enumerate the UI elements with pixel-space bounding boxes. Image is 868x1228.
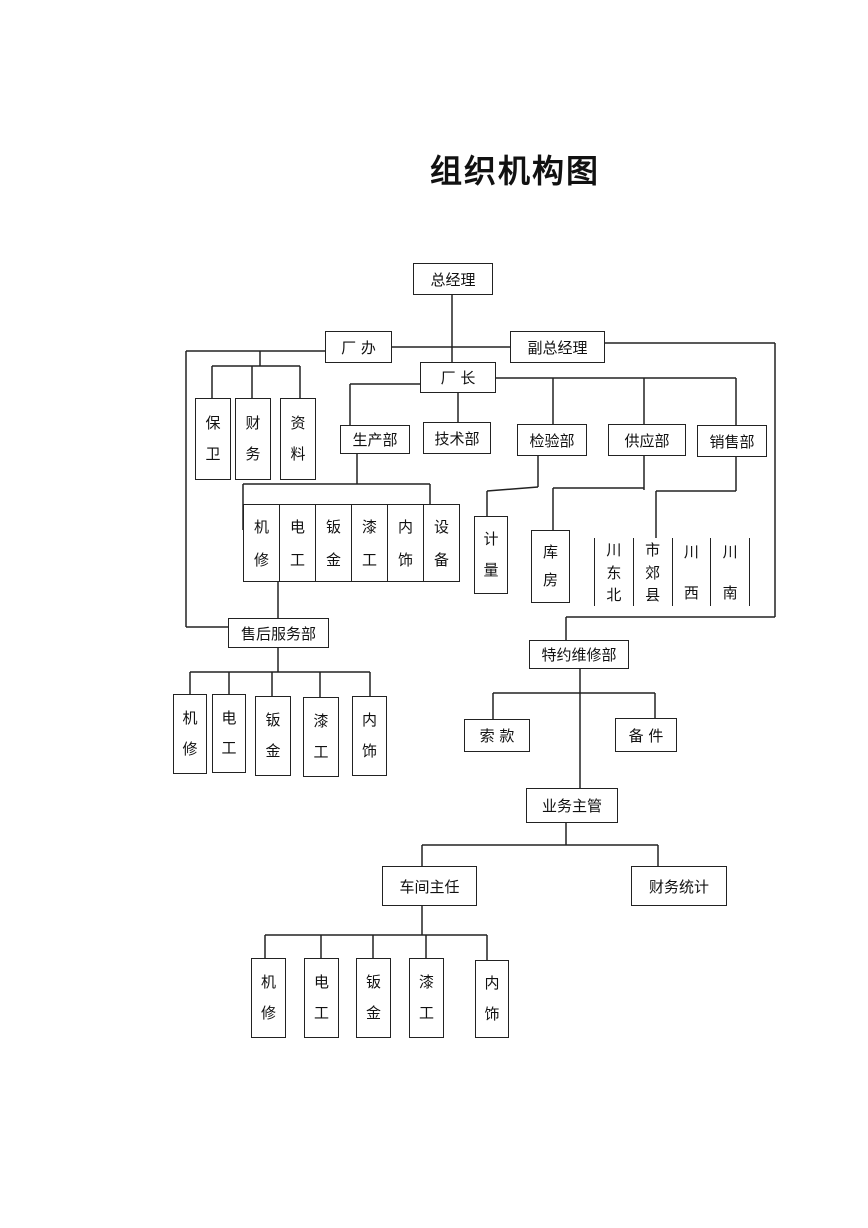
page-title: 组织机构图 xyxy=(429,152,600,190)
node-claims: 索 款 xyxy=(464,719,530,752)
region-cell: 川东北 xyxy=(606,541,622,604)
node-sales-regions: 川东北 市郊县 川西 川南 xyxy=(594,538,750,606)
node-factory-director: 厂 长 xyxy=(420,362,496,393)
node-after-unit: 内饰 xyxy=(352,696,387,776)
unit-cell: 设备 xyxy=(423,505,459,581)
node-archive: 资 料 xyxy=(280,398,316,480)
region-cell: 川西 xyxy=(671,538,711,606)
node-finance-statistics: 财务统计 xyxy=(631,866,727,906)
node-tech-dept: 技术部 xyxy=(423,422,491,454)
node-production-dept: 生产部 xyxy=(340,425,410,454)
node-spare-parts: 备 件 xyxy=(615,718,677,752)
node-after-unit: 机修 xyxy=(173,694,207,774)
node-after-unit: 漆工 xyxy=(303,697,339,777)
node-after-unit: 电工 xyxy=(212,694,246,773)
node-workshop-unit: 钣金 xyxy=(356,958,391,1038)
node-workshop-unit: 内饰 xyxy=(475,960,509,1038)
region-cell: 川南 xyxy=(710,538,749,606)
unit-cell: 钣金 xyxy=(315,505,351,581)
unit-cell: 内饰 xyxy=(387,505,423,581)
node-workshop-unit: 机修 xyxy=(251,958,286,1038)
region-cell: 市郊县 xyxy=(632,538,672,606)
node-finance: 财 务 xyxy=(235,398,271,480)
unit-cell: 电工 xyxy=(279,505,315,581)
node-factory-office: 厂 办 xyxy=(325,331,392,363)
node-supply-dept: 供应部 xyxy=(608,424,686,456)
node-workshop-director: 车间主任 xyxy=(382,866,477,906)
unit-cell: 漆工 xyxy=(351,505,387,581)
node-warehouse: 库 房 xyxy=(531,530,570,603)
node-general-manager: 总经理 xyxy=(413,263,493,295)
node-deputy-gm: 副总经理 xyxy=(510,331,605,363)
node-after-sales-dept: 售后服务部 xyxy=(228,618,329,648)
node-workshop-unit: 漆工 xyxy=(409,958,444,1038)
node-production-units: 机修 电工 钣金 漆工 内饰 设备 xyxy=(243,504,460,582)
node-inspection-dept: 检验部 xyxy=(517,424,587,456)
node-business-supervisor: 业务主管 xyxy=(526,788,618,823)
node-after-unit: 钣金 xyxy=(255,696,291,776)
node-sales-dept: 销售部 xyxy=(697,425,767,457)
node-metering: 计 量 xyxy=(474,516,508,594)
unit-cell: 机修 xyxy=(253,518,269,569)
node-workshop-unit: 电工 xyxy=(304,958,339,1038)
node-security: 保 卫 xyxy=(195,398,231,480)
node-special-repair-dept: 特约维修部 xyxy=(529,640,629,669)
